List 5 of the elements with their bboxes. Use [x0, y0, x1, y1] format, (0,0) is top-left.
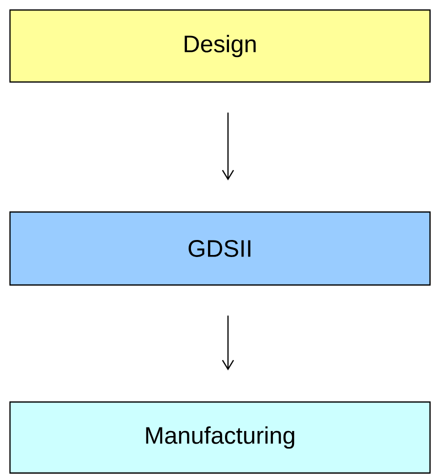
- arrow: [222, 316, 234, 370]
- process-box: Design: [9, 9, 431, 83]
- process-box: GDSII: [9, 211, 431, 286]
- process-box: Manufacturing: [9, 401, 431, 474]
- arrow: [222, 112, 234, 180]
